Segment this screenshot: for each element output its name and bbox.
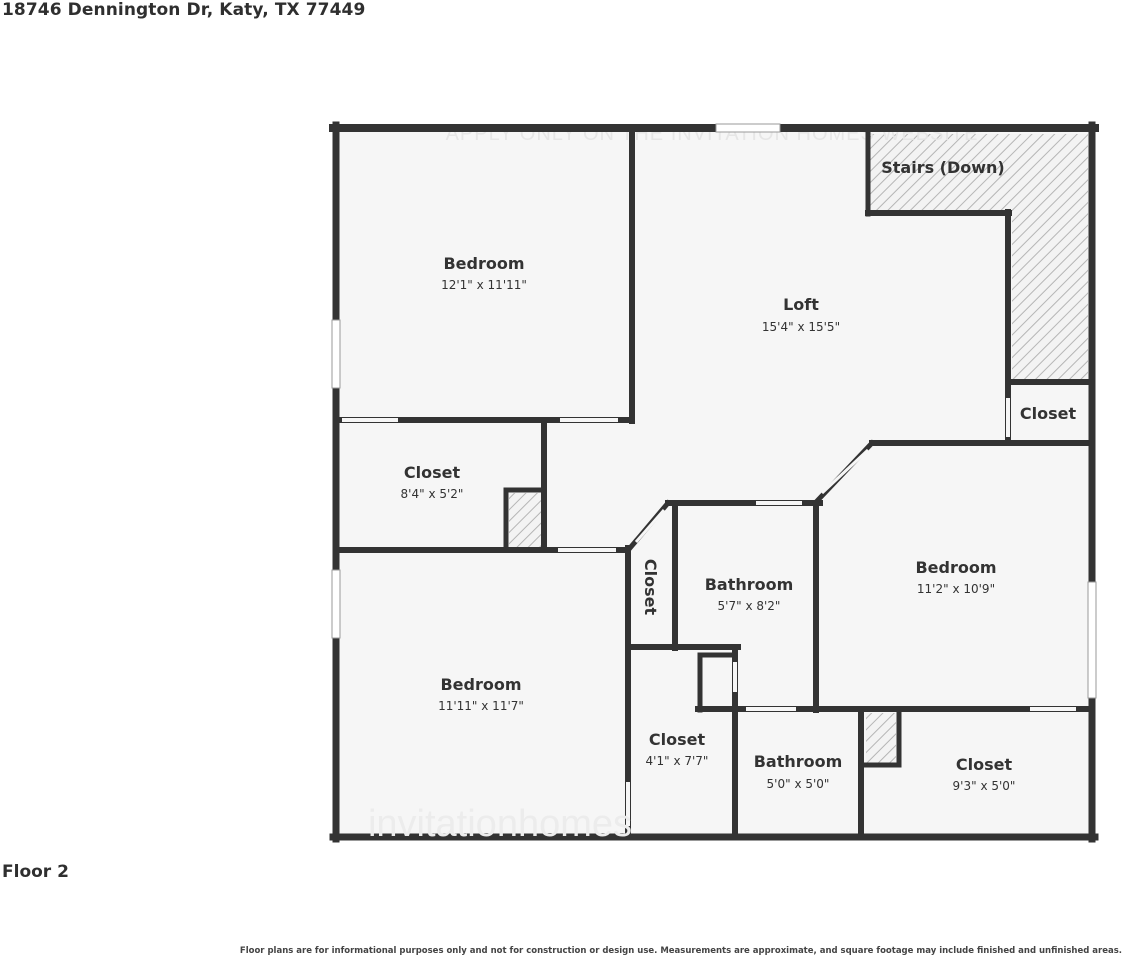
room-name-closet-vertical: Closet — [641, 559, 660, 616]
room-dims-loft: 15'4" x 15'5" — [762, 320, 840, 334]
shaft-southeast — [866, 713, 896, 763]
room-dims-bathroom-center: 5'7" x 8'2" — [718, 599, 781, 613]
disclaimer-text: Floor plans are for informational purpos… — [239, 946, 1122, 956]
room-name-closet-se: Closet — [956, 755, 1013, 774]
stairs-area — [868, 134, 1088, 380]
room-name-bedroom-sw: Bedroom — [440, 675, 521, 694]
room-dims-bedroom-nw: 12'1" x 11'11" — [441, 278, 527, 292]
floor-area — [336, 128, 1092, 836]
room-name-closet-s: Closet — [649, 730, 706, 749]
room-dims-closet-w: 8'4" x 5'2" — [401, 487, 464, 501]
shaft-west — [509, 493, 541, 547]
room-name-bedroom-e: Bedroom — [915, 558, 996, 577]
room-name-stairs: Stairs (Down) — [881, 158, 1005, 177]
room-dims-bedroom-sw: 11'11" x 11'7" — [438, 699, 524, 713]
room-name-closet-w: Closet — [404, 463, 461, 482]
openings — [342, 398, 1076, 826]
room-dims-closet-se: 9'3" x 5'0" — [953, 779, 1016, 793]
room-name-bedroom-nw: Bedroom — [443, 254, 524, 273]
windows — [331, 123, 1097, 699]
room-name-bathroom-center: Bathroom — [705, 575, 794, 594]
room-dims-bedroom-e: 11'2" x 10'9" — [917, 582, 995, 596]
room-dims-bathroom-s: 5'0" x 5'0" — [767, 777, 830, 791]
watermark-bottom: invitationhomes — [368, 803, 632, 845]
room-name-bathroom-s: Bathroom — [754, 752, 843, 771]
room-name-loft: Loft — [783, 295, 819, 314]
room-name-closet-ne: Closet — [1020, 404, 1077, 423]
room-dims-closet-s: 4'1" x 7'7" — [646, 754, 709, 768]
property-address: 18746 Dennington Dr, Katy, TX 77449 — [2, 0, 366, 20]
floor-label: Floor 2 — [2, 862, 69, 882]
